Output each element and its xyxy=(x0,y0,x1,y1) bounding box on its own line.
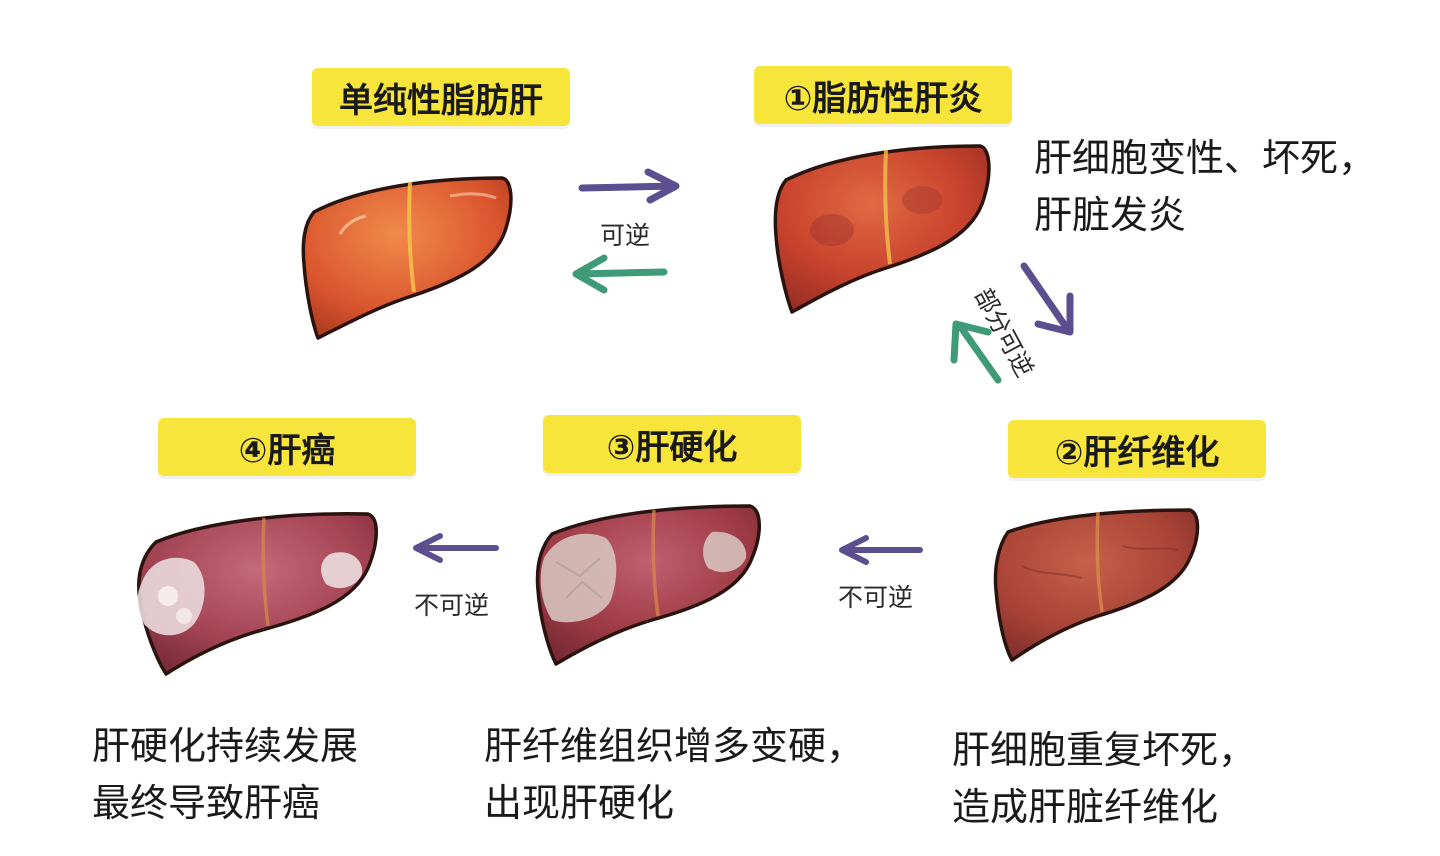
note-fibrosis: 肝细胞重复坏死， 造成肝脏纤维化 xyxy=(952,722,1256,836)
transition-label-reversible: 可逆 xyxy=(600,221,651,250)
note-liver-cancer-line-1: 肝硬化持续发展 xyxy=(92,724,359,768)
liver-fatty-icon xyxy=(301,176,513,340)
arrow-fibrosis-to-cirrhosis-icon xyxy=(839,535,923,565)
note-fibrosis-line-1: 肝细胞重复坏死， xyxy=(952,728,1257,772)
liver-fibrosis-icon xyxy=(993,508,1200,662)
liver-inflamed-icon xyxy=(773,144,991,314)
label-fibrosis: ②肝纤维化 xyxy=(1008,420,1266,478)
arrow-backward-hepatitis-to-simple-icon xyxy=(572,254,668,294)
arrow-forward-simple-to-hepatitis-icon xyxy=(578,168,680,204)
label-liver-cancer: ④肝癌 xyxy=(158,418,416,476)
arrow-forward-hepatitis-to-fibrosis-icon xyxy=(1020,262,1074,336)
note-cirrhosis-line-1: 肝纤维组织增多变硬， xyxy=(484,724,865,768)
transition-label-irreversible-cirrhosis: 不可逆 xyxy=(414,591,490,620)
note-cirrhosis: 肝纤维组织增多变硬， 出现肝硬化 xyxy=(484,718,864,832)
note-steatohepatitis: 肝细胞变性、坏死， 肝脏发炎 xyxy=(1034,130,1376,244)
transition-label-irreversible-fibrosis: 不可逆 xyxy=(838,583,914,612)
note-cirrhosis-line-2: 出现肝硬化 xyxy=(484,781,675,825)
arrow-backward-fibrosis-to-hepatitis-icon xyxy=(950,320,1002,384)
note-liver-cancer-line-2: 最终导致肝癌 xyxy=(92,781,321,825)
label-cirrhosis: ③肝硬化 xyxy=(543,415,801,473)
arrow-cirrhosis-to-cancer-icon xyxy=(413,533,499,563)
liver-cancer-icon xyxy=(137,512,378,676)
liver-cirrhosis-icon xyxy=(535,504,761,666)
note-fibrosis-line-2: 造成肝脏纤维化 xyxy=(952,785,1219,829)
note-steatohepatitis-line-1: 肝细胞变性、坏死， xyxy=(1034,136,1377,180)
note-steatohepatitis-line-2: 肝脏发炎 xyxy=(1034,193,1187,237)
label-steatohepatitis: ①脂肪性肝炎 xyxy=(754,66,1012,124)
note-liver-cancer: 肝硬化持续发展 最终导致肝癌 xyxy=(92,718,358,832)
label-simple-fatty-liver: 单纯性脂肪肝 xyxy=(312,68,570,126)
